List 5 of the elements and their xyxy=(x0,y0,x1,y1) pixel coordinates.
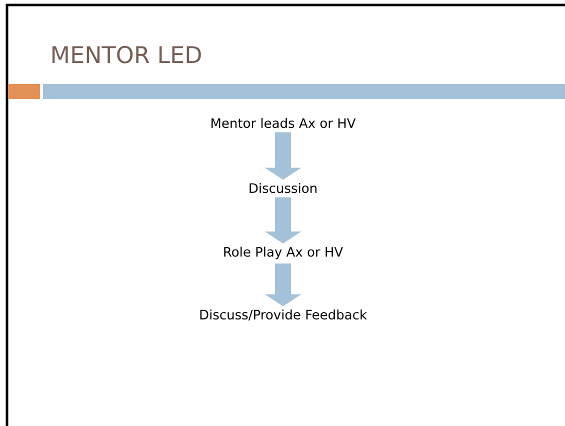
step-text: Mentor leads Ax or HV xyxy=(212,118,356,128)
step-text: Discuss/Provide Feedback xyxy=(200,309,367,321)
step-text: Role Play Ax or HV xyxy=(224,246,343,260)
slide-title: MENTOR LED xyxy=(52,46,201,64)
step-text: Discussion xyxy=(250,182,316,194)
